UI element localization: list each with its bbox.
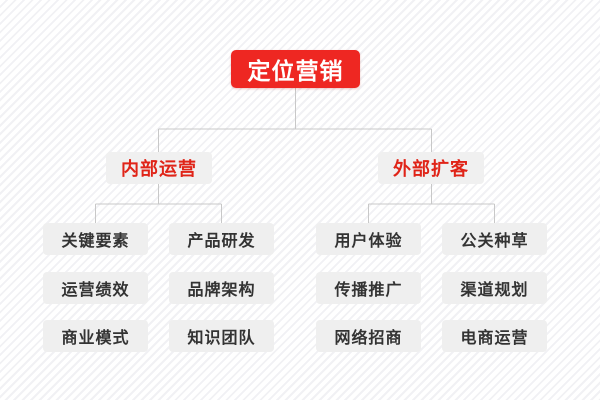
leaf-node-c3-r1[interactable]: 用户体验 — [316, 223, 421, 255]
leaf-node-c1-r3[interactable]: 商业模式 — [43, 320, 148, 352]
root-node[interactable]: 定位营销 — [231, 50, 360, 88]
leaf-node-c2-r3[interactable]: 知识团队 — [169, 320, 274, 352]
leaf-node-c1-r2[interactable]: 运营绩效 — [43, 272, 148, 304]
leaf-node-c1-r1[interactable]: 关键要素 — [43, 223, 148, 255]
leaf-node-c3-r3[interactable]: 网络招商 — [316, 320, 421, 352]
branch-node-external-expansion[interactable]: 外部扩客 — [378, 152, 484, 184]
branch-node-internal-operations[interactable]: 内部运营 — [106, 152, 212, 184]
leaf-node-c2-r2[interactable]: 品牌架构 — [169, 272, 274, 304]
leaf-node-c4-r3[interactable]: 电商运营 — [442, 320, 547, 352]
leaf-node-c4-r2[interactable]: 渠道规划 — [442, 272, 547, 304]
leaf-node-c3-r2[interactable]: 传播推广 — [316, 272, 421, 304]
leaf-node-c4-r1[interactable]: 公关种草 — [442, 223, 547, 255]
leaf-node-c2-r1[interactable]: 产品研发 — [169, 223, 274, 255]
